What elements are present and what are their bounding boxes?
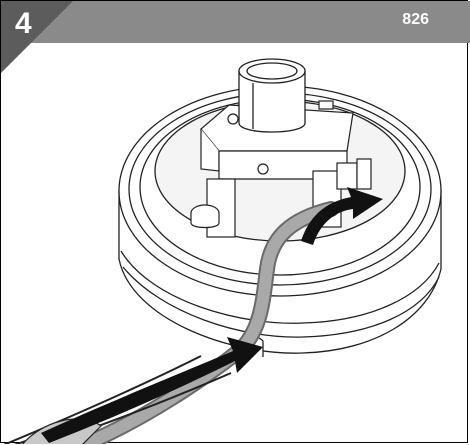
header-bar [1, 1, 470, 43]
assembly-illustration [3, 58, 442, 444]
routing-arrows [41, 187, 383, 443]
insert-arrow-lower [41, 337, 263, 443]
insert-arrow-upper [301, 187, 383, 245]
step-corner-badge [1, 1, 73, 73]
mounting-screw [190, 204, 220, 229]
figure-code: 826 [402, 11, 429, 28]
cylinder-post [238, 58, 306, 133]
step-number: 4 [15, 7, 32, 40]
